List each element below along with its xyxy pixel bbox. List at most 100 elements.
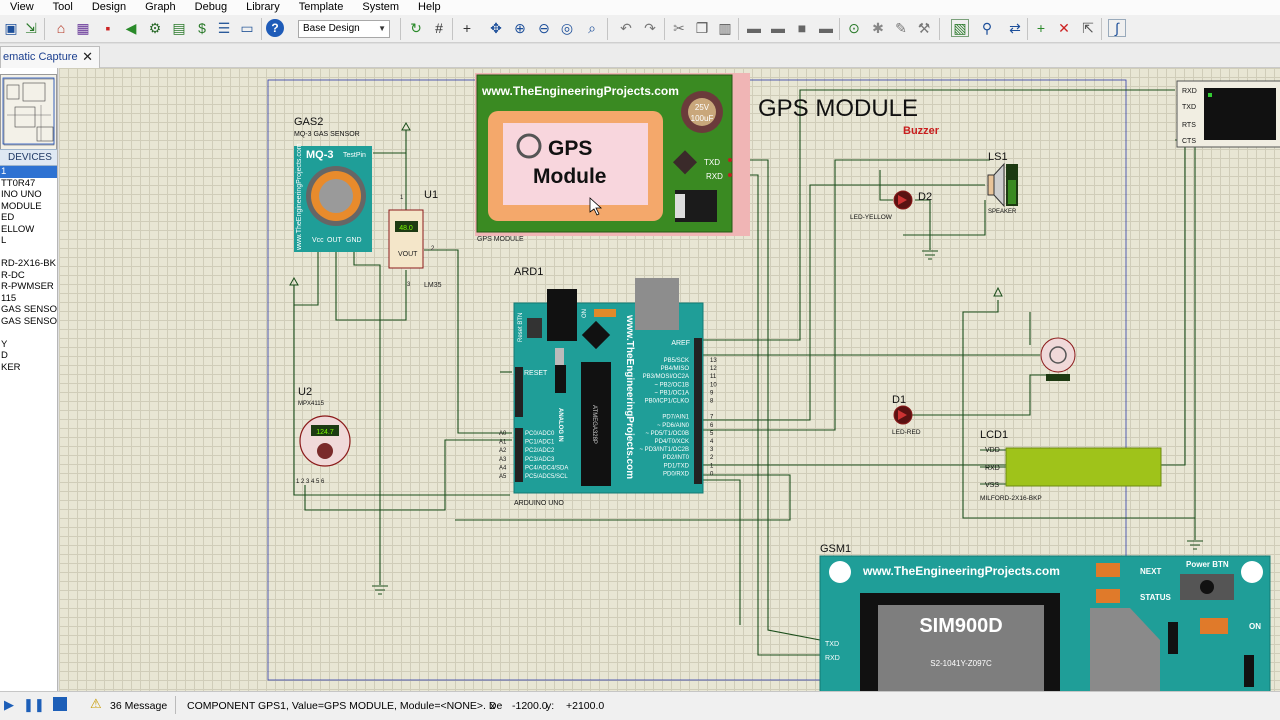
home-icon[interactable]: ⌂ [56,20,66,36]
document-icon[interactable]: ▤ [172,20,186,36]
list-item[interactable]: 115 [1,292,17,304]
decompose-icon[interactable]: ⚒ [917,20,931,36]
wire-autorouter-icon[interactable]: ▧ [951,19,969,37]
gps-module[interactable]: www.TheEngineeringProjects.com GPS Modul… [475,73,750,243]
led-yellow[interactable]: D2 LED-YELLOW [850,190,932,221]
zoom-in-icon[interactable]: ⊕ [514,20,526,36]
ard1-pin-number: 8 [710,399,714,405]
remove-sheet-icon[interactable]: ✕ [1058,20,1070,36]
tab-schematic-capture[interactable]: ematic Capture ✕ [0,46,100,68]
gps-antenna [503,123,648,205]
arduino-uno[interactable]: ARD1 Reset BTN ON www.TheEngineeringProj… [499,266,717,507]
gas-sensor-mq3[interactable]: GAS2 MQ-3 GAS SENSOR MQ-3 TestPin www.Th… [294,116,372,252]
menu-template[interactable]: Template [298,1,344,13]
gps-title: GPS MODULE [758,95,918,122]
menu-library[interactable]: Library [246,1,280,13]
search-icon[interactable]: ⚲ [981,20,993,36]
stop-icon[interactable] [53,697,67,711]
list-item[interactable] [0,247,57,259]
ard1-pin-number: 2 [710,455,714,461]
list-item[interactable] [0,327,57,339]
list-item[interactable]: MODULE [1,200,42,212]
toolbar-separator [261,18,262,40]
bill-icon[interactable]: $ [198,20,206,36]
cut-icon[interactable]: ✂ [673,20,685,36]
list-item[interactable]: GAS SENSO [1,304,57,315]
list-item[interactable]: KER [1,361,21,373]
list-item[interactable]: ED [1,212,15,223]
import-icon[interactable]: ⇲ [25,20,37,36]
exit-to-parent-icon[interactable]: ⇱ [1082,20,1094,36]
redo-icon[interactable]: ↷ [644,20,656,36]
refresh-icon[interactable]: ↻ [410,20,422,36]
menu-debug[interactable]: Debug [194,1,228,13]
close-icon[interactable]: ✕ [82,49,93,64]
list-item[interactable]: R-PWMSER [1,281,54,292]
list-item[interactable]: RD-2X16-BK [1,258,56,269]
gsm-module-sim900d[interactable]: GSM1 www.TheEngineeringProjects.com NEXT… [819,543,1271,703]
list-item[interactable]: INO UNO [1,189,42,200]
overview-window[interactable] [0,74,57,150]
messages-count[interactable]: 36 Message [110,700,168,712]
ard1-regulator [555,365,566,393]
menu-tool[interactable]: Tool [52,1,73,13]
grid-icon[interactable]: # [435,20,443,36]
lcd-display[interactable]: LCD1 VDD RXD VSS MILFORD-2X16-BKP [980,429,1162,502]
property-assign-icon[interactable]: ⇄ [1009,20,1021,36]
block-delete-icon[interactable]: ▬ [819,20,833,36]
pressure-sensor-mpx4115[interactable]: U2 MPX4115 124.7 1 2 3 4 5 6 [296,386,351,485]
motor[interactable] [1040,337,1076,381]
component-icon[interactable]: ▦ [76,20,90,36]
save-icon[interactable]: ▣ [4,20,18,36]
copy-icon[interactable]: ❐ [695,20,709,36]
paste-icon[interactable]: ▥ [718,20,732,36]
origin-icon[interactable]: + [462,20,472,36]
menu-graph[interactable]: Graph [145,1,176,13]
ard1-pin-label: PD7/AIN1 [662,415,689,421]
list-item[interactable]: TT0R47 [1,177,36,189]
undo-icon[interactable]: ↶ [620,20,632,36]
virtual-terminal[interactable]: RXD TXD RTS CTS [1176,80,1280,148]
toolbar-separator [44,18,45,40]
led-red[interactable]: D1 LED-RED [892,394,921,436]
script-icon[interactable]: ∫ [1108,19,1126,37]
temp-sensor-lm35[interactable]: U1 48.0 VOUT LM35 1 2 3 [388,189,442,289]
block-move-icon[interactable]: ▬ [771,20,785,36]
pan-icon[interactable]: ✥ [490,20,502,36]
gear-icon[interactable]: ⚙ [148,20,162,36]
play-back-icon[interactable]: ◀ [125,20,137,36]
block-rotate-icon[interactable]: ■ [797,20,807,36]
menu-help[interactable]: Help [418,1,441,13]
list-item[interactable]: 1 [0,166,57,178]
play-icon[interactable]: ▶ [4,697,14,712]
list-item[interactable]: L [1,235,7,246]
design-select[interactable]: Base Design ▼ [298,20,390,38]
chip-icon[interactable]: ▪ [105,20,111,36]
list-item[interactable]: GAS SENSO [1,315,57,327]
block-copy-icon[interactable]: ▬ [747,20,761,36]
motor-body [1040,337,1076,373]
ard1-name: ARDUINO UNO [514,500,564,507]
menu-design[interactable]: Design [91,1,127,13]
menu-system[interactable]: System [362,1,400,13]
pause-icon[interactable]: ❚❚ [23,697,45,712]
schematic-canvas[interactable]: www.TheEngineeringProjects.com GPS Modul… [59,68,1280,703]
zoom-area-icon[interactable]: ⌕ [588,20,596,36]
zoom-all-icon[interactable]: ◎ [560,20,574,36]
speaker[interactable]: LS1 SPEAKER [987,151,1018,215]
list-item[interactable]: Y [1,338,8,350]
new-sheet-icon[interactable]: + [1036,20,1046,36]
list-item[interactable]: R-DC [1,269,25,281]
netlist-icon[interactable]: ▭ [240,20,254,36]
u1-value: 48.0 [399,225,413,232]
list-item[interactable]: D [1,350,8,361]
pick-device-icon[interactable]: ⊙ [848,20,860,36]
zoom-out-icon[interactable]: ⊖ [538,20,550,36]
menu-view[interactable]: View [10,1,34,13]
list-item[interactable]: ELLOW [1,223,35,235]
y-coordinate: +2100.0 [566,700,605,712]
list-icon[interactable]: ☰ [217,20,231,36]
make-device-icon[interactable]: ✱ [872,20,884,36]
packaging-icon[interactable]: ✎ [895,20,907,36]
help-icon[interactable]: ? [266,19,284,37]
